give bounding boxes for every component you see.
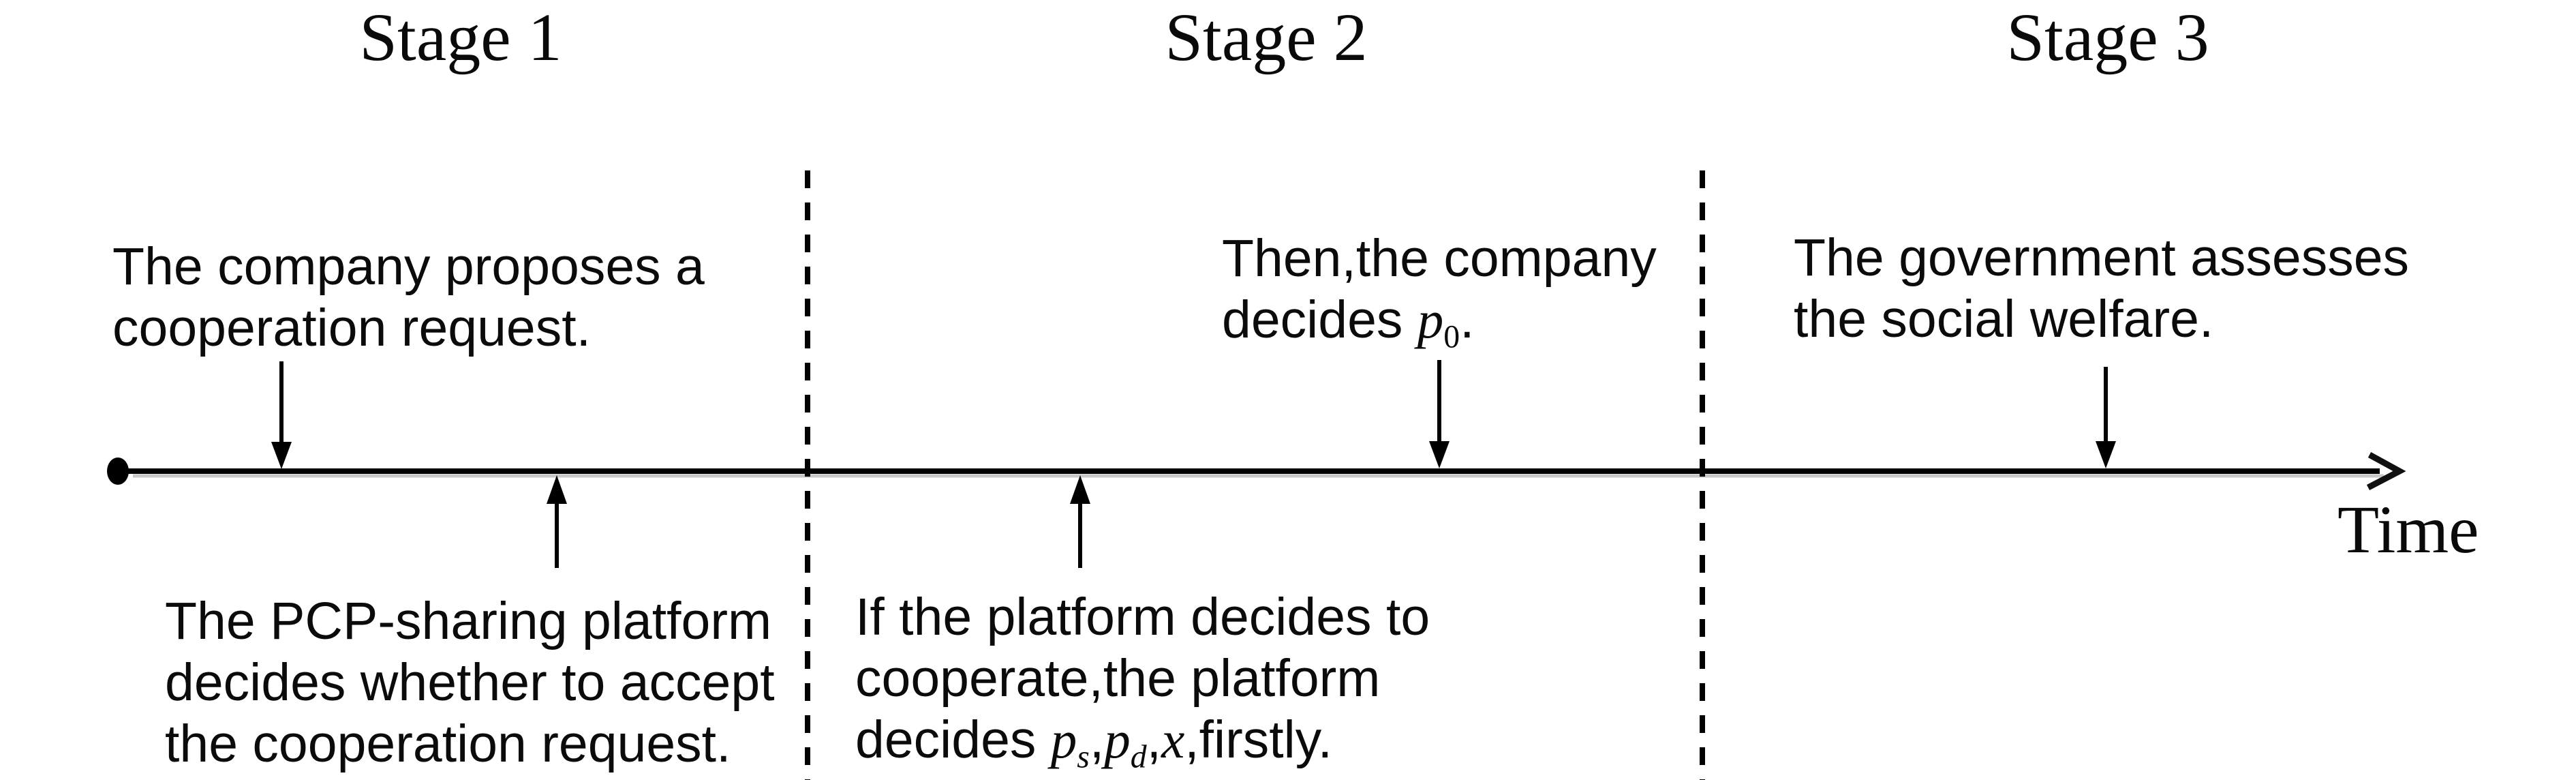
arrow-up-platform-prices — [1070, 475, 1090, 568]
arrow-down-company-proposal — [271, 361, 292, 469]
math-var-pd: p — [1104, 710, 1131, 769]
note-government-assesses: The government assesses the social welfa… — [1794, 227, 2409, 350]
note-company-decides-p0: Then,the company decides p0. — [1222, 228, 1657, 368]
arrow-up-platform-decision — [547, 475, 567, 568]
math-var-ps: p — [1050, 710, 1077, 769]
axis-arrowhead-icon — [2366, 452, 2406, 490]
note-line: cooperation request. — [112, 299, 592, 357]
math-sub-s: s — [1077, 738, 1090, 775]
note-company-proposes: The company proposes a cooperation reque… — [112, 236, 705, 359]
math-sub-d: d — [1130, 738, 1147, 775]
axis-origin-dot-icon — [107, 457, 129, 485]
stage-2-title: Stage 2 — [1165, 0, 1368, 75]
note-line: If the platform decides to — [855, 588, 1430, 646]
math-var-x: x — [1161, 710, 1185, 769]
note-line: the social welfare. — [1794, 290, 2214, 348]
note-platform-cooperates: If the platform decides to cooperate,the… — [855, 586, 1430, 780]
note-line: The company proposes a — [112, 237, 705, 296]
time-axis-label: Time — [2337, 492, 2479, 567]
note-line: decides whether to accept — [165, 653, 775, 712]
arrow-down-company-price — [1429, 360, 1450, 468]
note-line: The government assesses — [1794, 228, 2410, 287]
math-var-p0: p — [1417, 290, 1444, 349]
arrow-down-government-assessment — [2096, 367, 2116, 468]
stage-1-title: Stage 1 — [359, 0, 562, 75]
note-line: Then,the company — [1222, 229, 1657, 288]
stage-3-title: Stage 3 — [2006, 0, 2209, 75]
note-line: cooperate,the platform — [855, 649, 1381, 708]
note-line: the cooperation request. — [165, 715, 731, 773]
math-sub-0: 0 — [1443, 318, 1460, 355]
note-line: The PCP-sharing platform — [165, 592, 772, 650]
note-line: decides ps,pd,x,firstly. — [855, 710, 1332, 775]
note-platform-decides: The PCP-sharing platform decides whether… — [165, 590, 775, 775]
note-line: decides p0. — [1222, 290, 1475, 355]
